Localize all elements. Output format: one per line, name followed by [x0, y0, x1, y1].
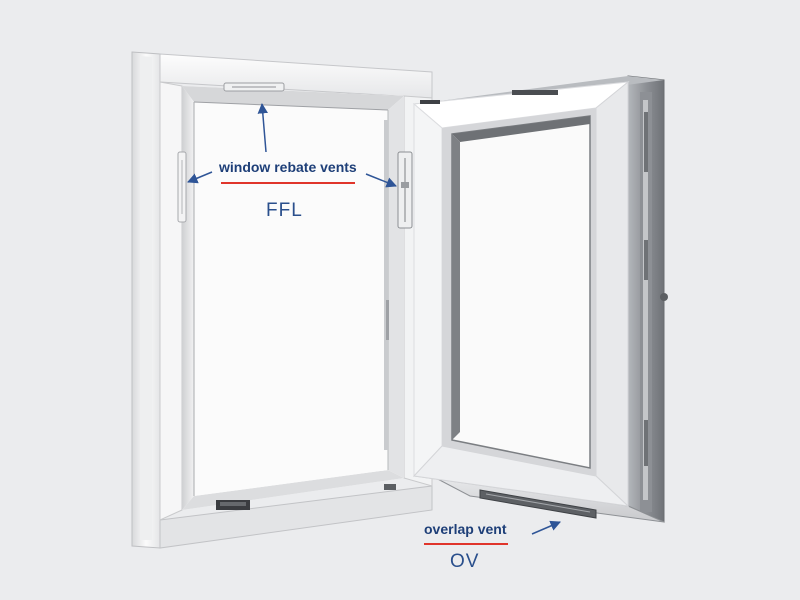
- overlap-vent-code: OV: [450, 551, 480, 572]
- rebate-vents-underline: [221, 182, 355, 184]
- overlap-vent-underline: [424, 543, 508, 545]
- annotation-arrows: [187, 102, 561, 535]
- open-sash: [412, 75, 668, 523]
- rebate-vents-code: FFL: [266, 200, 303, 221]
- rebate-vents-label: window rebate vents: [219, 159, 357, 175]
- frame-keeper-bottom: [216, 484, 396, 510]
- rebate-vent-left: [177, 151, 187, 223]
- rebate-vent-right: [397, 151, 413, 229]
- fixed-frame: [131, 51, 433, 549]
- overlap-vent: [479, 489, 597, 519]
- rebate-vent-top: [223, 82, 285, 92]
- arrow-to-right-vent: [365, 173, 397, 188]
- arrow-to-left-vent: [187, 171, 213, 184]
- overlap-vent-label: overlap vent: [424, 521, 507, 537]
- arrow-to-overlap-vent: [531, 520, 561, 535]
- arrow-to-top-vent: [257, 102, 269, 153]
